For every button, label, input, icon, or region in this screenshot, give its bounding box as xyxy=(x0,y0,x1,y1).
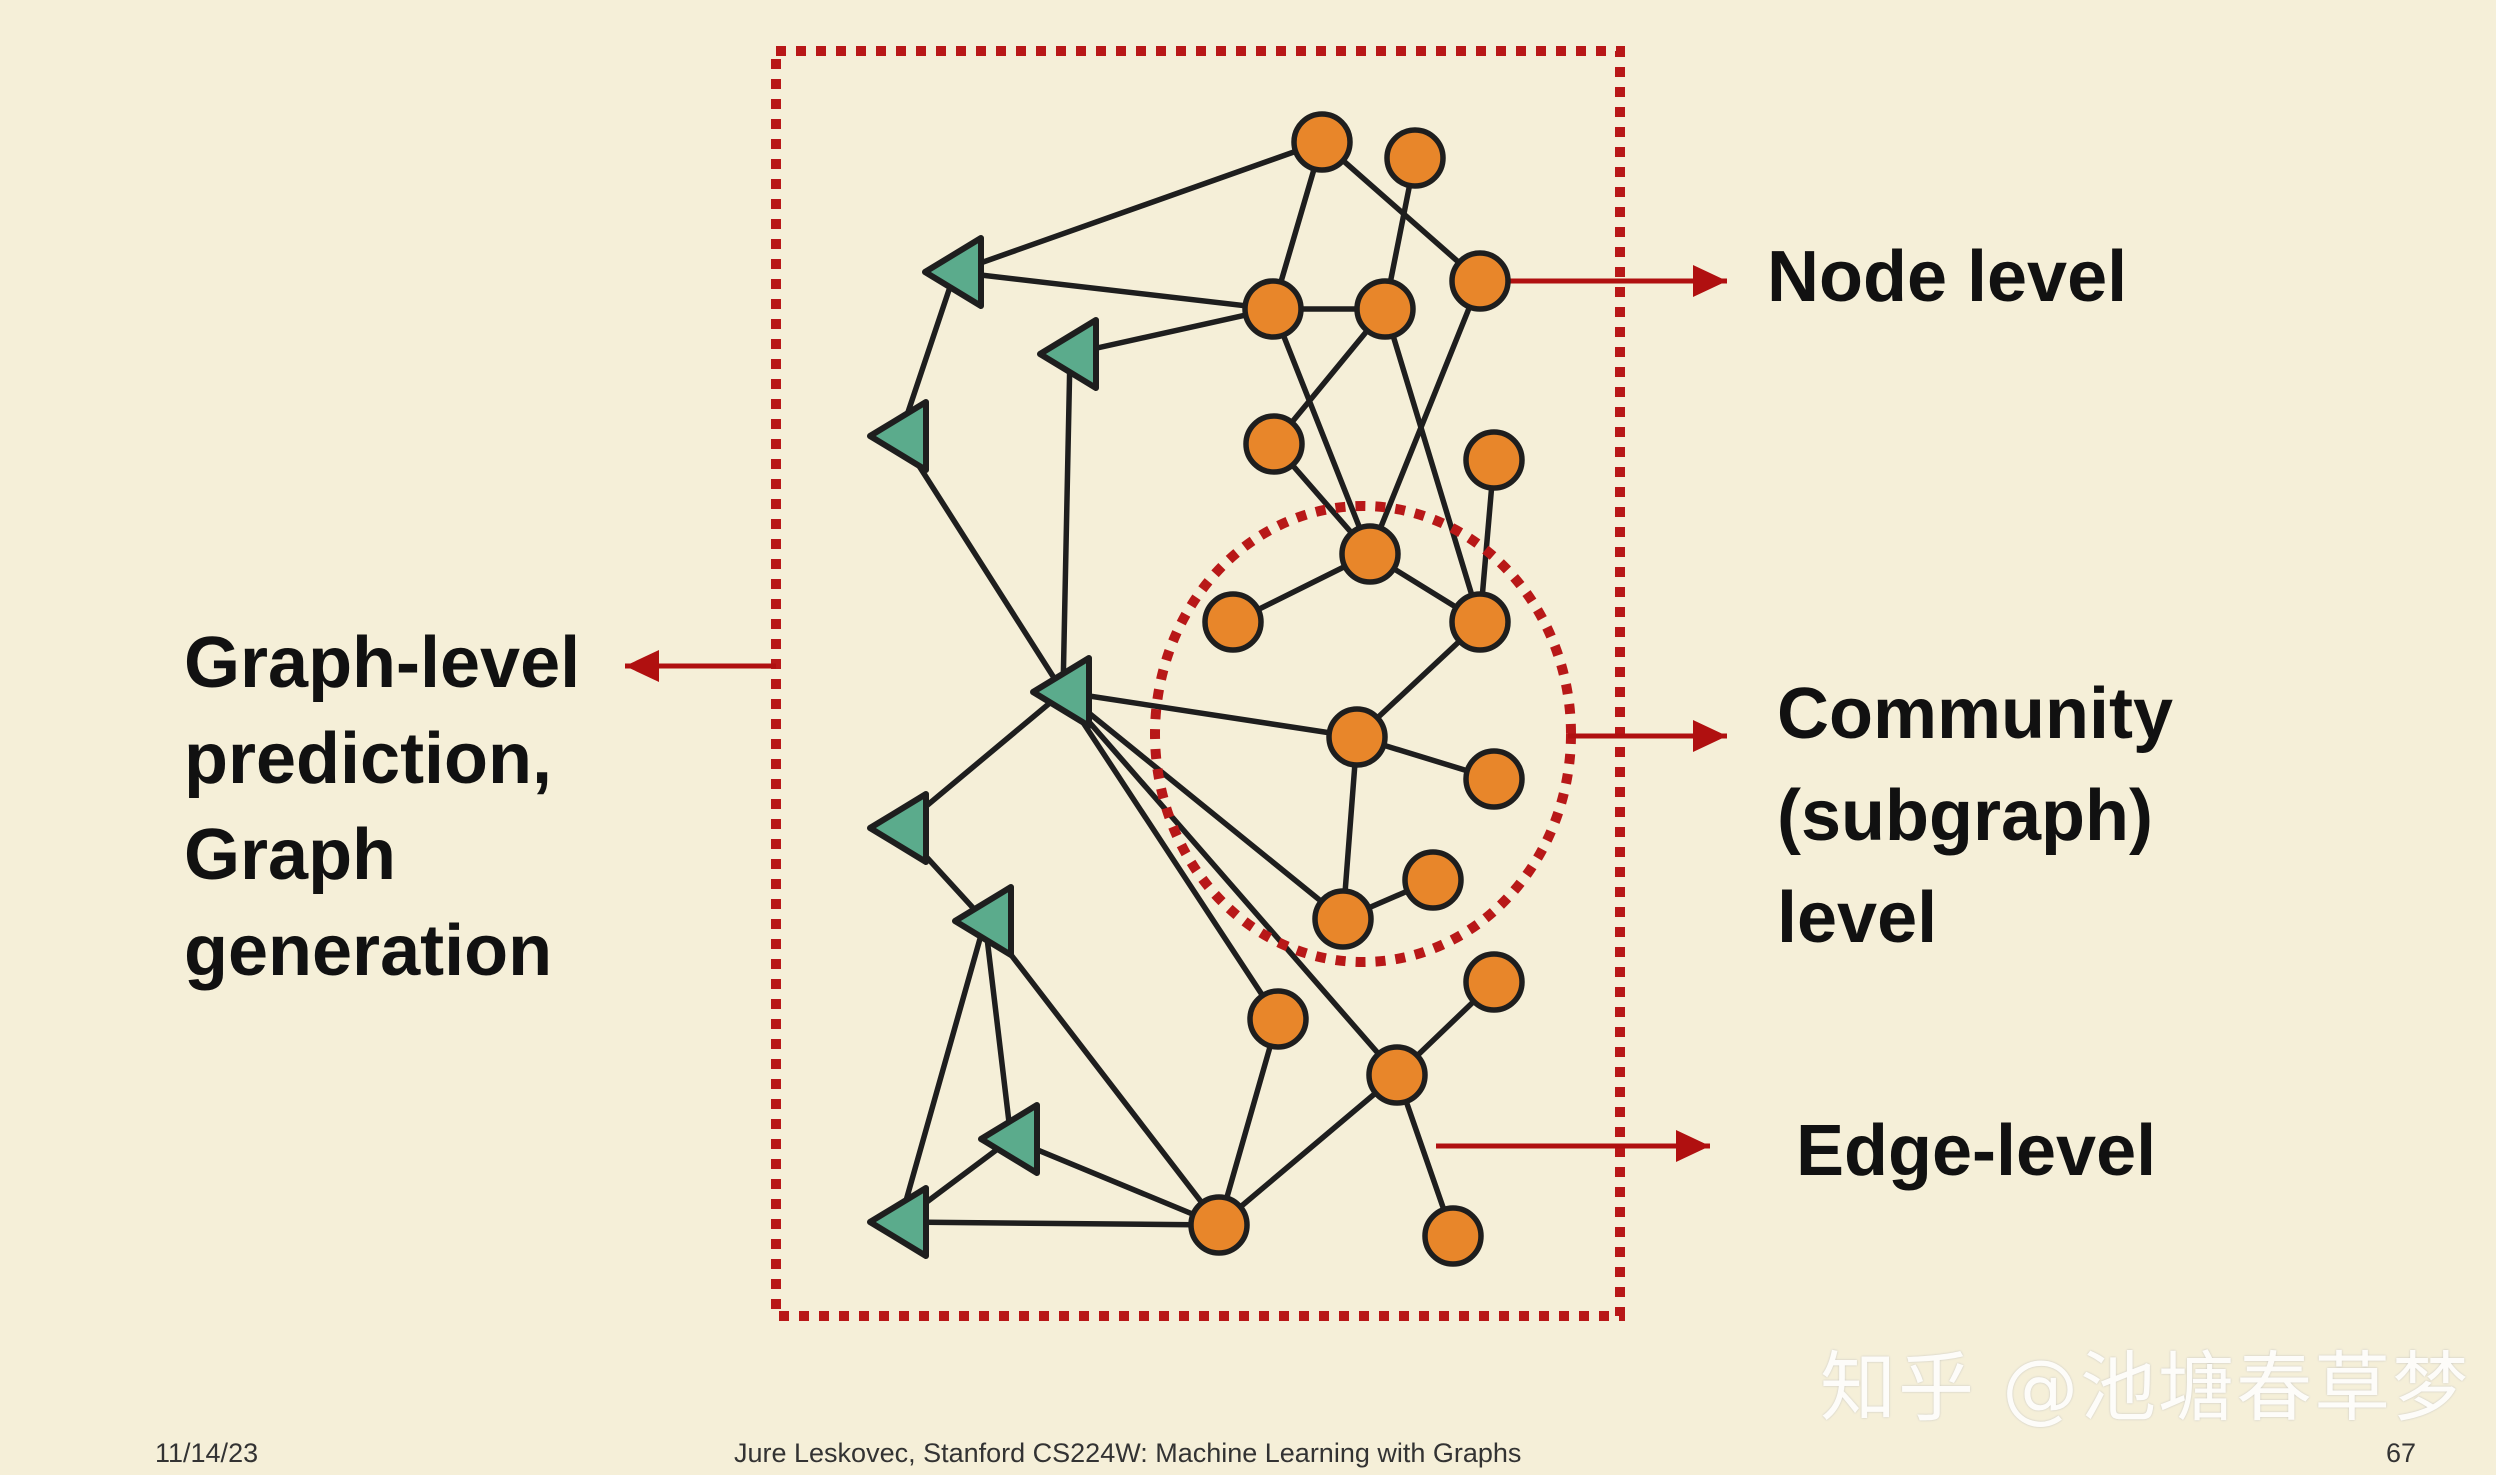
edge-level-arrow-head xyxy=(1676,1130,1710,1162)
graph-edge xyxy=(1319,139,1483,284)
triangle-nodes xyxy=(867,235,1099,1259)
graph-level-line: Graph-level xyxy=(184,623,581,703)
circle-node xyxy=(1402,849,1464,911)
node-level-label: Node level xyxy=(1767,237,2128,317)
circle-node xyxy=(1384,127,1446,189)
circle-node xyxy=(1202,591,1264,653)
triangle-node xyxy=(867,1185,929,1259)
graph-edge xyxy=(1382,306,1483,625)
circle-node xyxy=(1326,706,1388,768)
graph-edge xyxy=(1060,351,1073,695)
triangle-node xyxy=(978,1102,1040,1176)
graph-edge xyxy=(897,433,1066,695)
triangle-node xyxy=(1030,655,1092,729)
edge-level-label: Edge-level xyxy=(1796,1111,2157,1191)
triangle-node xyxy=(922,235,984,309)
circle-node xyxy=(1449,591,1511,653)
circle-node xyxy=(1312,888,1374,950)
triangle-node xyxy=(952,884,1014,958)
graph-edge xyxy=(1270,306,1373,557)
community-level-line: level xyxy=(1777,878,1938,958)
community-level-line: Community xyxy=(1777,674,2173,754)
graph-edge xyxy=(1067,306,1276,357)
circle-node xyxy=(1449,250,1511,312)
triangle-node xyxy=(867,791,929,865)
circle-node xyxy=(1247,988,1309,1050)
graph-edge xyxy=(1060,689,1360,740)
footer-date: 11/14/23 xyxy=(155,1438,259,1468)
circle-node xyxy=(1291,111,1353,173)
graph-edge xyxy=(952,269,1276,312)
footer-credit: Jure Leskovec, Stanford CS224W: Machine … xyxy=(734,1438,1522,1468)
graph-edge xyxy=(897,1219,1222,1228)
community-level-label: Community (subgraph) level xyxy=(1777,663,2173,969)
graph-edge xyxy=(982,918,1222,1228)
watermark: 知乎 @池塘春草梦 xyxy=(1820,1343,2471,1432)
circle-node xyxy=(1463,951,1525,1013)
circle-node xyxy=(1354,278,1416,340)
graph-edge xyxy=(1216,1072,1400,1228)
graph-edge xyxy=(897,269,958,439)
graph-level-line: prediction, xyxy=(184,719,553,799)
circle-node xyxy=(1243,413,1305,475)
graph-level-line: generation xyxy=(184,911,553,991)
circle-nodes xyxy=(1188,111,1525,1267)
graph-edge xyxy=(1060,689,1346,922)
graph-edge xyxy=(1367,278,1483,557)
circle-node xyxy=(1463,748,1525,810)
circle-node xyxy=(1366,1044,1428,1106)
footer-page-number: 67 xyxy=(2385,1438,2416,1468)
graph-edge xyxy=(1060,689,1281,1022)
graph-edge xyxy=(982,918,1014,1142)
circle-node xyxy=(1242,278,1304,340)
triangle-node xyxy=(1037,317,1099,391)
node-level-arrow-head xyxy=(1693,265,1727,297)
graph-level-dotted-box xyxy=(771,46,1625,1321)
graph-edge xyxy=(952,139,1325,275)
graph-level-line: Graph xyxy=(184,815,397,895)
graph-edge xyxy=(1008,1136,1222,1228)
triangle-node xyxy=(867,399,929,473)
graph-level-arrow-head xyxy=(625,650,659,682)
graph-edge xyxy=(1060,689,1400,1078)
circle-node xyxy=(1188,1194,1250,1256)
circle-node xyxy=(1339,523,1401,585)
level-arrows xyxy=(625,265,1727,1162)
graph-level-label: Graph-level prediction, Graph generation xyxy=(184,615,580,999)
graph-edge xyxy=(897,918,988,1225)
community-level-arrow-head xyxy=(1693,720,1727,752)
dotted-regions xyxy=(771,46,1625,1321)
community-level-line: (subgraph) xyxy=(1777,776,2153,856)
graph-edge xyxy=(1216,1016,1281,1228)
circle-node xyxy=(1463,429,1525,491)
circle-node xyxy=(1422,1205,1484,1267)
